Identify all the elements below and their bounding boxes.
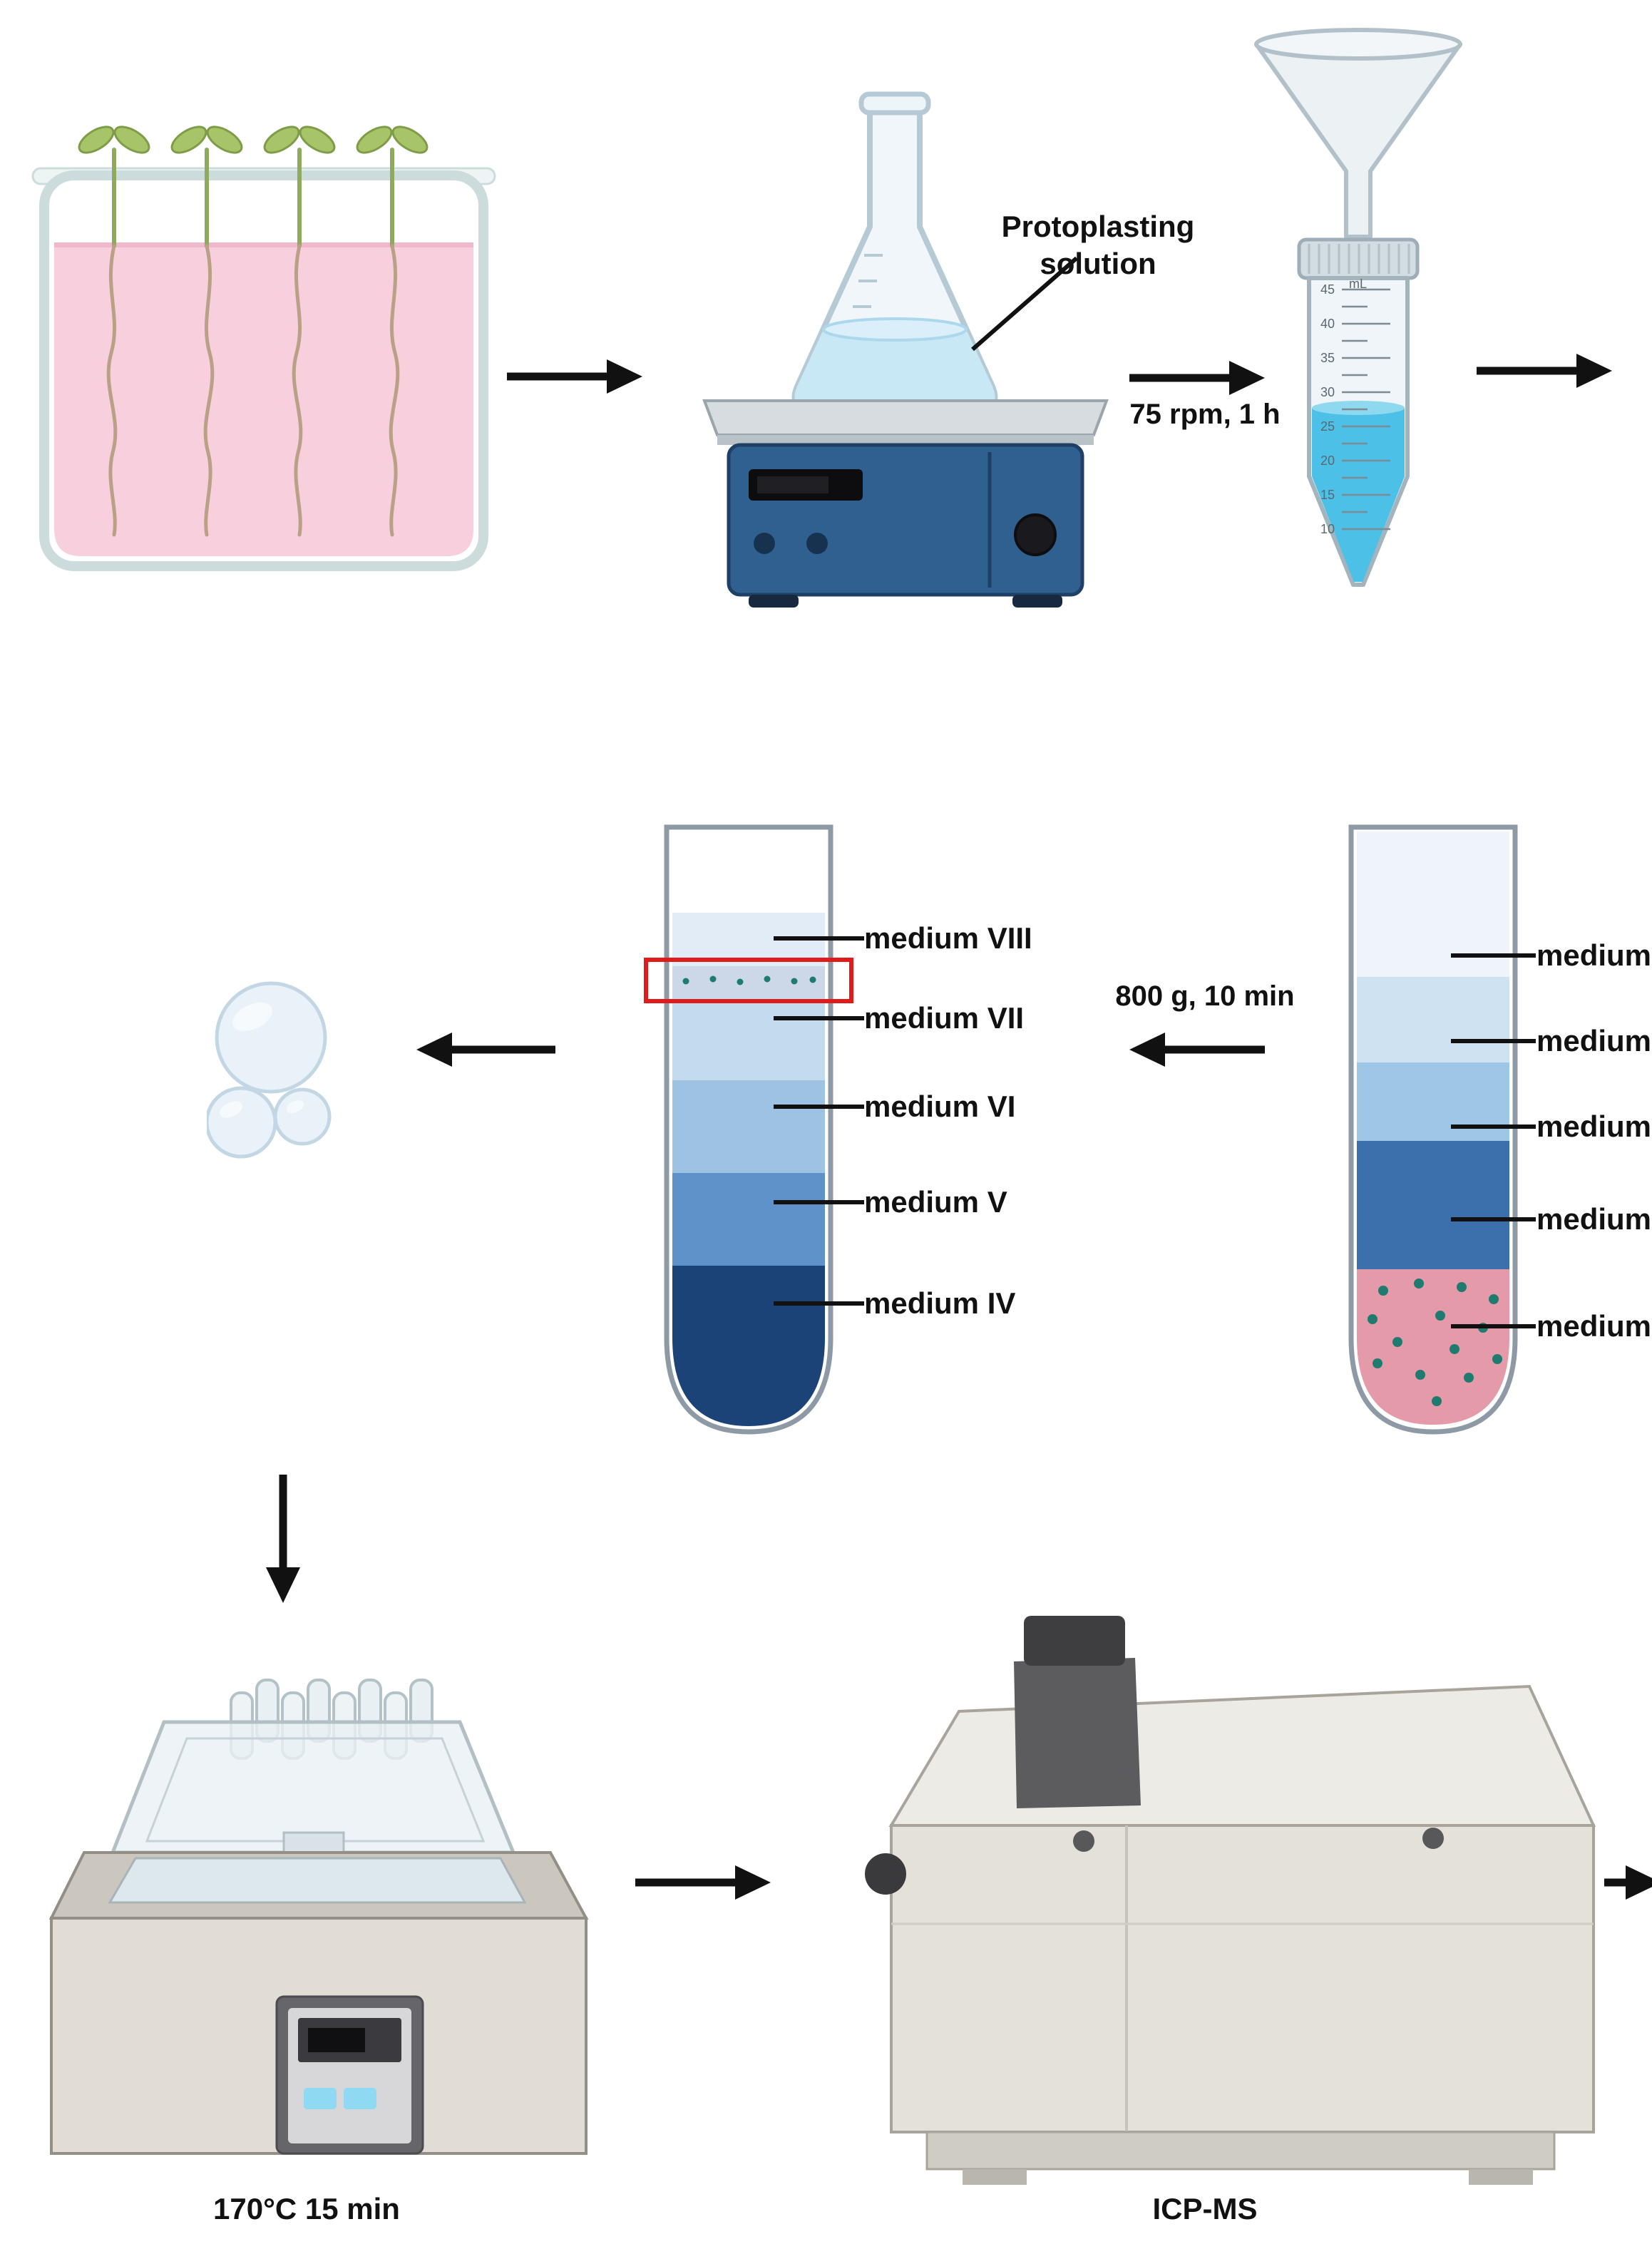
stirrer-speed-knob — [1014, 513, 1057, 556]
medium-surface — [54, 242, 473, 247]
flask-on-stirrer — [702, 91, 1109, 608]
label-pointer-line — [971, 256, 1078, 352]
svg-text:25: 25 — [1320, 419, 1335, 434]
arrow-icpms-to-edge — [1604, 1865, 1652, 1900]
bath-temp-label: 170°C 15 min — [213, 2192, 400, 2225]
svg-text:40: 40 — [1320, 317, 1335, 331]
panel-screw — [1422, 1828, 1444, 1849]
isolated-protoplasts — [207, 981, 332, 1159]
seedling — [170, 125, 243, 537]
pellet-medium-iv-label: medium IV — [1536, 1309, 1652, 1343]
pellet-tube-before-centrifugation — [1348, 824, 1536, 1435]
pink-growth-medium — [54, 242, 473, 556]
seedling — [356, 125, 429, 537]
icp-ms-machine — [865, 1616, 1596, 2185]
seedling — [263, 125, 336, 537]
arrow-tube-to-next — [1477, 354, 1612, 388]
protoplast-band — [672, 966, 825, 996]
tube-graduations: mL 45 40 35 30 25 20 15 10 — [1320, 277, 1390, 536]
protoplasting-label-line1: Protoplasting — [1001, 210, 1195, 243]
red-highlight-box — [644, 958, 853, 1003]
medium-iv-label: medium IV — [864, 1286, 1016, 1320]
medium-iv-band — [672, 1266, 825, 1426]
side-knob — [865, 1853, 906, 1895]
svg-text:35: 35 — [1320, 351, 1335, 365]
water-tray — [108, 1857, 527, 1904]
protoplast-dots — [1368, 1279, 1502, 1406]
seedling — [78, 125, 150, 537]
svg-text:30: 30 — [1320, 385, 1335, 399]
medium-v-label: medium V — [864, 1185, 1007, 1219]
svg-text:10: 10 — [1320, 522, 1335, 536]
lid-handle — [282, 1831, 345, 1855]
machine-base — [925, 2131, 1556, 2171]
pellet-medium-viii-label: medium VIII — [1536, 938, 1652, 972]
stirrer-knob — [754, 533, 775, 554]
water-bath — [48, 1679, 589, 2155]
funnel — [1254, 28, 1462, 239]
arrow-stirrer-to-tube — [1129, 361, 1265, 395]
medium-viii-label: medium VIII — [864, 921, 1032, 955]
pellet-medium-vii-label: medium VII — [1536, 1024, 1652, 1057]
svg-text:mL: mL — [1349, 277, 1367, 291]
shake-duration-label: 75 rpm, 1 h — [1129, 399, 1281, 430]
pellet-medium-vi-label: medium VI — [1536, 1110, 1652, 1143]
svg-text:20: 20 — [1320, 454, 1335, 468]
arrow-tube-to-protoplasts — [416, 1033, 555, 1067]
torch-column — [1014, 1658, 1141, 1808]
layer-tick-lines — [774, 936, 864, 1306]
bath-button — [304, 2088, 337, 2109]
funnel-and-tube: mL 45 40 35 30 25 20 15 10 — [1254, 28, 1462, 587]
protoplast-small — [207, 1086, 277, 1159]
erlenmeyer-flask — [791, 91, 1078, 414]
pellet-medium-v-label: medium V — [1536, 1202, 1652, 1236]
icpms-label: ICP-MS — [1152, 2192, 1258, 2225]
medium-vi-band — [672, 1080, 825, 1173]
stirrer-plate — [702, 399, 1109, 436]
protoplast-small — [273, 1087, 332, 1146]
protoplasting-solution — [794, 329, 995, 411]
svg-text:45: 45 — [1320, 282, 1335, 297]
gradient-tube-after-centrifugation — [644, 824, 864, 1435]
protoplasting-solution-label: Protoplasting solution — [955, 208, 1241, 282]
medium-vi-label: medium VI — [864, 1090, 1016, 1123]
arrow-beaker-to-stirrer — [507, 359, 642, 394]
svg-text:15: 15 — [1320, 488, 1335, 502]
protoplast-band-dots — [682, 975, 816, 985]
machine-front — [890, 1824, 1595, 2133]
arrow-down-to-digestion — [266, 1475, 300, 1603]
protoplasting-label-line2: solution — [1040, 247, 1156, 280]
bath-button — [344, 2088, 376, 2109]
arrow-centrifugation — [1129, 1033, 1265, 1067]
layer-tick-lines — [1451, 953, 1536, 1328]
centrifuge-speed-label: 800 g, 10 min — [1115, 980, 1295, 1012]
medium-vii-band — [672, 996, 825, 1080]
panel-screw — [1073, 1830, 1094, 1852]
magnetic-stirrer — [702, 399, 1109, 608]
torch-knob — [1024, 1616, 1125, 1666]
seedling-beaker — [31, 125, 496, 571]
arrow-bath-to-icpms — [635, 1865, 771, 1900]
bath-control-panel — [275, 1995, 424, 2155]
machine-top — [888, 1684, 1596, 1827]
medium-v-band — [672, 1173, 825, 1266]
conical-centrifuge-tube: mL 45 40 35 30 25 20 15 10 — [1297, 237, 1420, 587]
stirrer-knob — [806, 533, 828, 554]
medium-vii-label: medium VII — [864, 1001, 1025, 1035]
protoplast-large — [215, 981, 327, 1094]
